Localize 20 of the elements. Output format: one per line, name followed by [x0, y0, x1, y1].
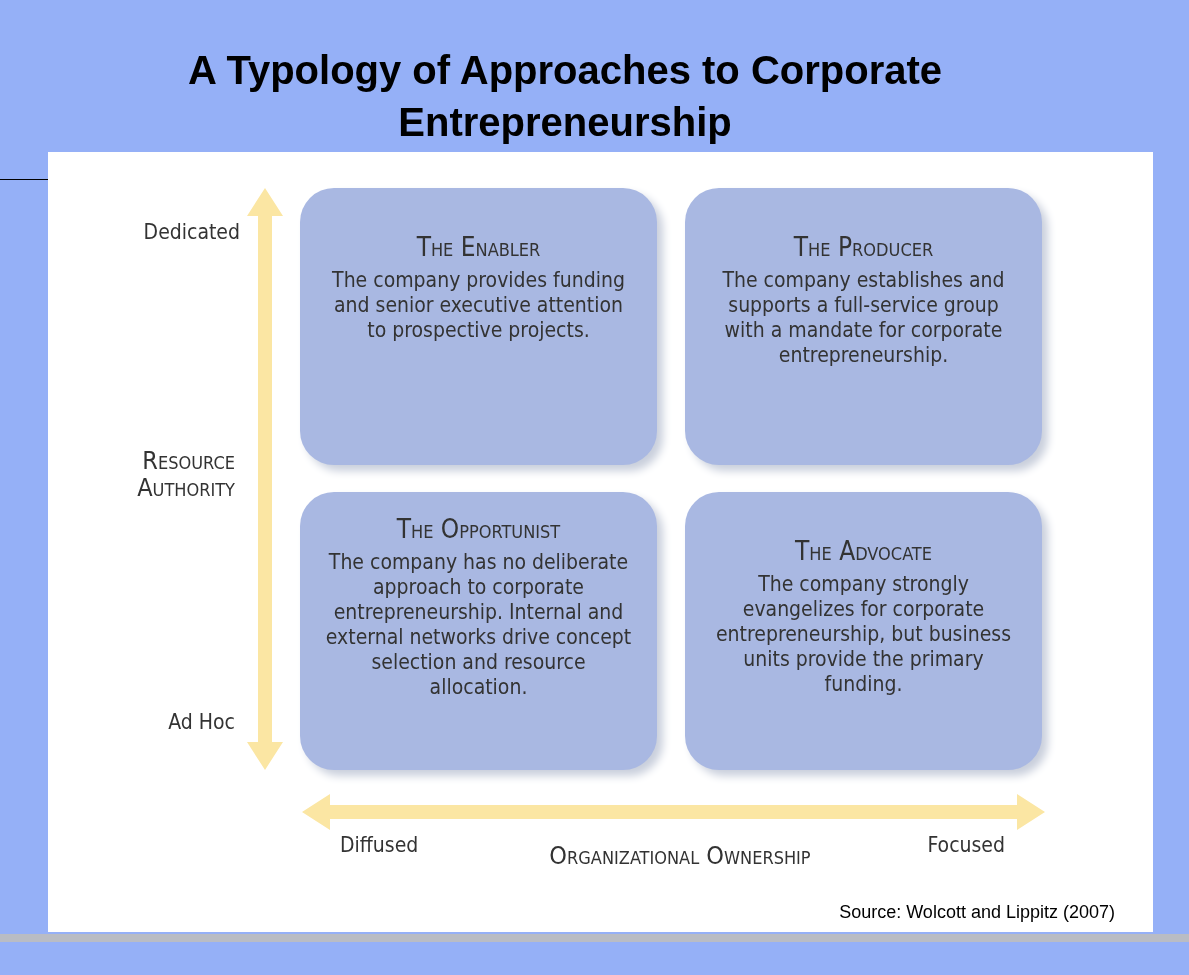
axis-title: Resource Authority	[136, 447, 235, 501]
quadrant-title: The Enabler	[415, 232, 542, 262]
quadrant-card	[300, 492, 657, 770]
quadrant-title: The Advocate	[794, 536, 933, 566]
quadrant-description: The company strongly evangelizes for corporate entrepreneurship, but business units provide the primary funding.	[715, 572, 1012, 697]
axis-end-label: Dedicated	[142, 220, 240, 245]
axis-end-label: Focused	[926, 833, 1005, 858]
axis-end-label: Diffused	[340, 833, 420, 858]
title: A Typology of Approaches to Corporate Entrepreneurship	[186, 47, 944, 146]
quadrant-card	[300, 188, 657, 465]
quadrant-title: The Producer	[792, 232, 935, 262]
axis-end-label: Ad Hoc	[167, 710, 235, 735]
axis-title: Organizational Ownership	[548, 842, 812, 869]
quadrant-description: The company establishes and supports a full-service group with a mandate for corporate entrepreneurship.	[721, 268, 1006, 368]
quadrant-card	[685, 492, 1042, 770]
quadrant-card	[685, 188, 1042, 465]
quadrant-description: The company provides funding and senior executive attention to prospective projects.	[331, 268, 626, 343]
source-note: Source: Wolcott and Lippitz (2007)	[838, 901, 1115, 923]
quadrant-description: The company has no deliberate approach to corporate entrepreneurship. Internal and external networks drive concept selection and resource allocation.	[324, 550, 633, 700]
quadrant-title: The Opportunist	[395, 514, 562, 544]
